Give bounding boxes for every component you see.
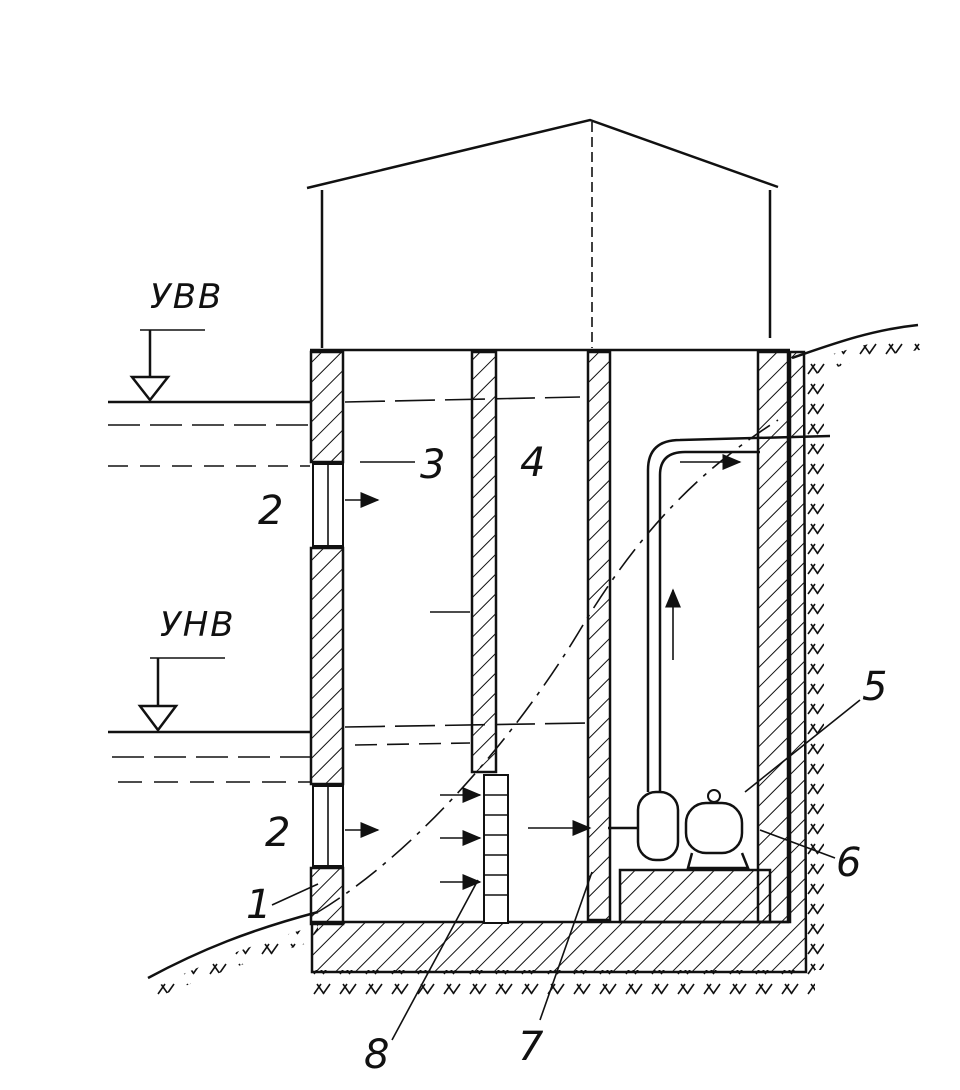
pump-base <box>618 868 772 924</box>
suction-well-wall <box>586 350 612 922</box>
mesh-screen <box>483 774 509 924</box>
right-inner-wall <box>756 350 790 924</box>
label-7: 7 <box>518 1024 544 1070</box>
label-4: 4 <box>520 440 545 486</box>
pressure-pipe <box>646 434 831 792</box>
outer-wall-lower <box>309 866 345 926</box>
label-5: 5 <box>862 664 887 710</box>
suction-pipe-line <box>317 419 779 913</box>
lower-level-label: УНВ <box>160 605 236 645</box>
label-3: 3 <box>420 442 445 488</box>
screen-wall <box>470 350 498 774</box>
ground <box>147 323 920 1000</box>
label-2-lower: 2 <box>265 810 290 856</box>
label-1: 1 <box>246 882 271 928</box>
intake-windows <box>312 463 344 867</box>
upper-water-level <box>108 329 581 467</box>
lower-water-level <box>108 657 591 783</box>
outer-wall-middle <box>309 546 345 786</box>
building <box>306 118 779 348</box>
outer-wall-upper <box>309 350 345 464</box>
label-6: 6 <box>836 840 861 886</box>
label-2-upper: 2 <box>258 488 283 534</box>
label-8: 8 <box>364 1032 389 1078</box>
structure-walls <box>309 348 808 974</box>
flow-arrows <box>345 492 592 890</box>
foundation-slab <box>310 350 808 974</box>
leader-lines <box>271 461 861 1041</box>
upper-level-label: УВВ <box>150 277 223 317</box>
pump-unit <box>608 789 750 870</box>
